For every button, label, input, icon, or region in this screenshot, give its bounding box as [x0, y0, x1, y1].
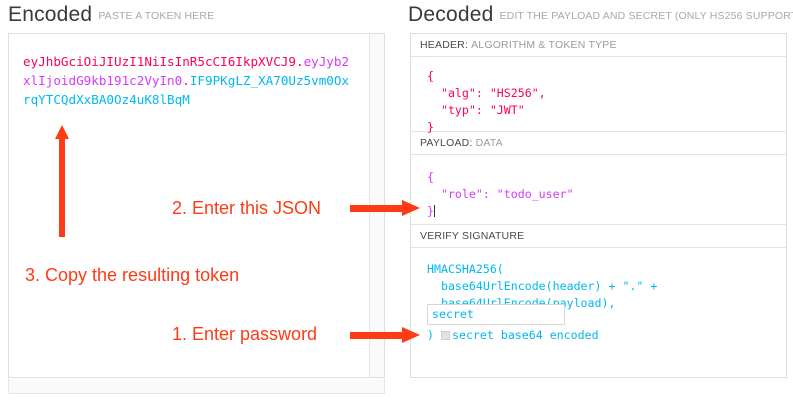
section-bar-payload: PAYLOAD:DATA — [411, 131, 786, 155]
secret-input-row — [411, 304, 786, 325]
decoded-panel: HEADER:ALGORITHM & TOKEN TYPE { "alg": "… — [410, 33, 787, 378]
header-json-line-1: { — [427, 69, 434, 83]
header-json-line-2: "alg": "HS256", — [427, 86, 546, 100]
base64-encoded-checkbox[interactable] — [440, 331, 450, 340]
section-payload-label-value: DATA — [475, 137, 503, 149]
section-bar-verify: VERIFY SIGNATURE — [411, 224, 786, 248]
arrow-head — [402, 200, 420, 216]
token-payload-segment: eyJyb2xlIjoidG9kb191c2VyIn0 — [23, 54, 350, 88]
encoded-column-heading: Encoded PASTE A TOKEN HERE — [8, 3, 214, 27]
token-separator-dot-1: . — [295, 54, 304, 69]
arrow-shaft — [350, 332, 402, 339]
encoded-title: Encoded — [8, 3, 93, 26]
annotation-step-1-text: 1. Enter password — [172, 324, 318, 344]
verify-signature-body: HMACSHA256( base64UrlEncode(header) + ".… — [411, 248, 786, 348]
secret-input[interactable] — [427, 304, 565, 325]
payload-json-line-2: "role": "todo_user" — [427, 187, 574, 201]
annotation-arrow-step-1 — [350, 327, 420, 344]
annotation-step-2-text: 2. Enter this JSON — [172, 198, 322, 218]
token-separator-dot-2: . — [182, 73, 190, 88]
verify-line-1: HMACSHA256( — [427, 262, 504, 276]
section-verify-label-key: VERIFY SIGNATURE — [420, 230, 525, 242]
encoded-token-text[interactable]: eyJhbGciOiJIUzI1NiIsInR5cCI6IkpXVCJ9.eyJ… — [23, 52, 353, 109]
decoded-subtitle: EDIT THE PAYLOAD AND SECRET (ONLY HS256 … — [499, 10, 793, 22]
payload-json-editor[interactable]: { "role": "todo_user" } — [411, 155, 786, 224]
section-header-label-key: HEADER: — [420, 39, 469, 51]
decoded-column-heading: Decoded EDIT THE PAYLOAD AND SECRET (ONLY… — [408, 3, 793, 27]
header-json-line-3: "typ": "JWT" — [427, 103, 525, 117]
section-header-label-value: ALGORITHM & TOKEN TYPE — [471, 39, 617, 51]
annotation-step-3-text: 3. Copy the resulting token — [25, 265, 240, 285]
payload-json-line-3: } — [427, 204, 434, 218]
base64-encoded-label[interactable]: secret base64 encoded — [451, 328, 599, 342]
section-bar-header: HEADER:ALGORITHM & TOKEN TYPE — [411, 34, 786, 57]
base64-encoded-option-row: ) secret base64 encoded — [411, 328, 786, 342]
annotation-arrow-step-3 — [55, 125, 69, 237]
annotation-arrow-step-2 — [350, 200, 420, 217]
token-header-segment: eyJhbGciOiJIUzI1NiIsInR5cCI6IkpXVCJ9 — [23, 54, 296, 69]
section-payload-label-key: PAYLOAD: — [420, 137, 473, 149]
payload-text-caret — [433, 205, 435, 217]
decoded-title: Decoded — [408, 3, 494, 26]
arrow-shaft — [350, 205, 402, 212]
verify-close-paren: ) — [427, 328, 434, 342]
arrow-head — [402, 327, 420, 343]
header-json-editor[interactable]: { "alg": "HS256", "typ": "JWT" } — [411, 57, 786, 134]
arrow-head — [55, 125, 69, 139]
header-json-line-4: } — [427, 120, 434, 134]
encoded-panel-horizontal-scrollbar[interactable] — [8, 379, 385, 394]
arrow-shaft — [59, 137, 65, 237]
token-signature-segment: IF9PKgLZ_XA70Uz5vm0OxrqYTCQdXxBA0Oz4uK8l… — [23, 73, 350, 107]
payload-json-line-1: { — [427, 170, 434, 184]
encoded-subtitle: PASTE A TOKEN HERE — [98, 10, 215, 22]
verify-line-2: base64UrlEncode(header) + "." + — [427, 279, 658, 293]
